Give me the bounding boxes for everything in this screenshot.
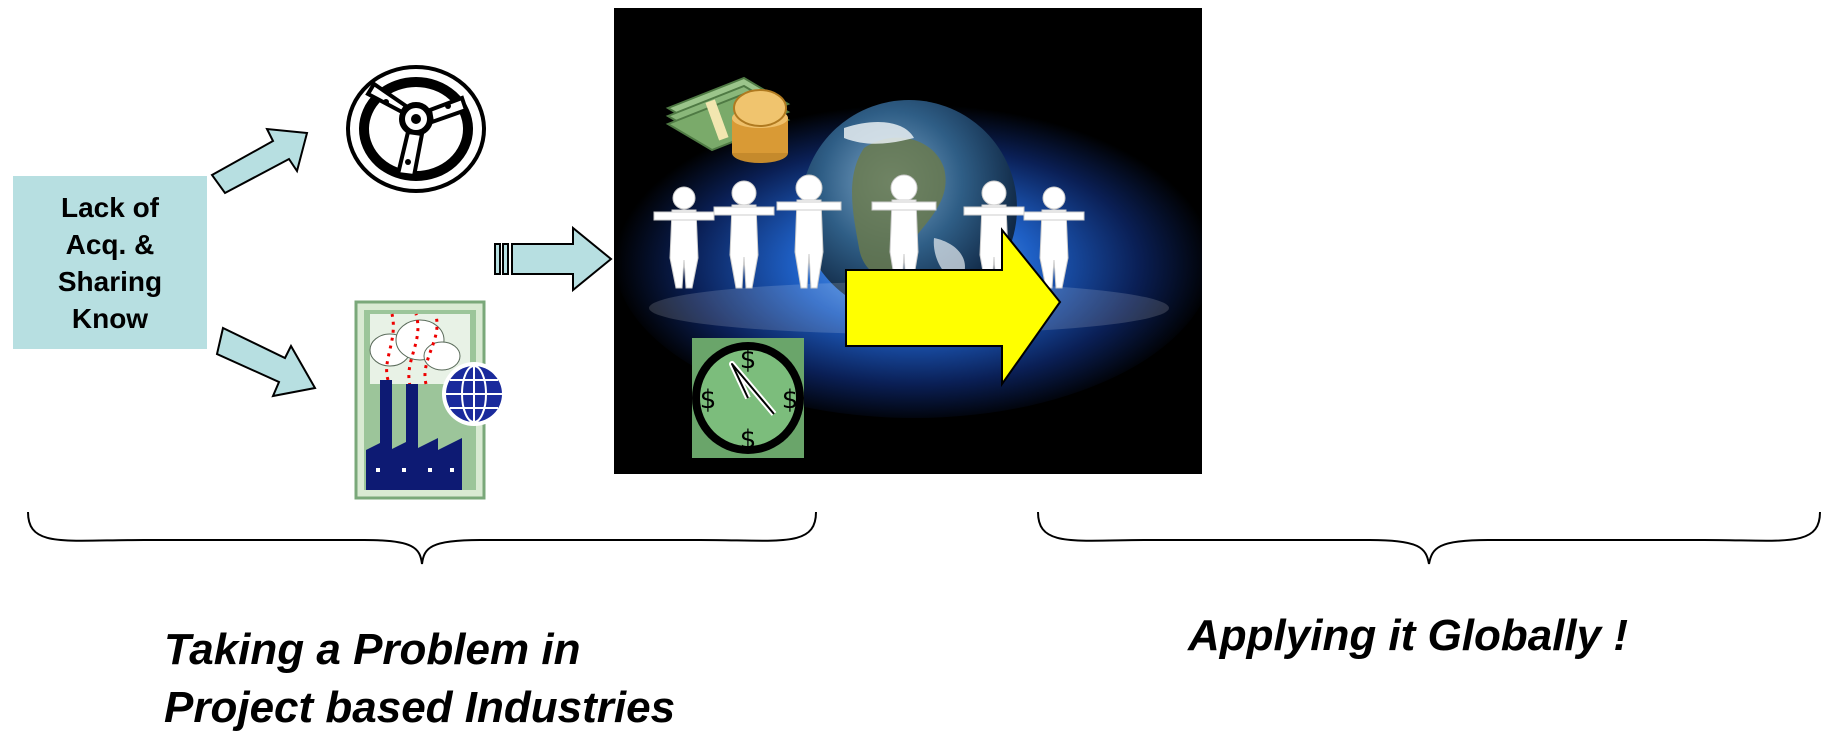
left-caption-line2: Project based Industries (164, 683, 676, 732)
right-brace (1037, 511, 1821, 565)
steering-wheel-icon (346, 65, 486, 193)
problem-box: Lack of Acq. & Sharing Know (13, 176, 207, 349)
left-caption-line1: Taking a Problem in (164, 625, 581, 674)
factory-globe-icon (354, 300, 506, 500)
dollar-clock-icon: $ $ $ $ (692, 338, 804, 458)
svg-text:$: $ (740, 345, 757, 375)
left-brace (27, 511, 817, 565)
right-caption: Applying it Globally ! (1188, 611, 1628, 660)
problem-box-text: Lack of Acq. & Sharing Know (57, 191, 163, 334)
arrow-to-steering-wheel (210, 127, 309, 195)
svg-text:$: $ (740, 425, 757, 455)
paper-people-chain-icon (653, 174, 1085, 289)
yellow-arrow (845, 227, 1062, 388)
arrow-to-global-scene (494, 225, 613, 293)
svg-text:$: $ (782, 385, 799, 415)
arrow-to-factory (215, 326, 317, 398)
money-stack-icon (665, 76, 791, 163)
svg-text:$: $ (700, 385, 717, 415)
global-scene-image: $ $ $ $ (614, 8, 1202, 474)
